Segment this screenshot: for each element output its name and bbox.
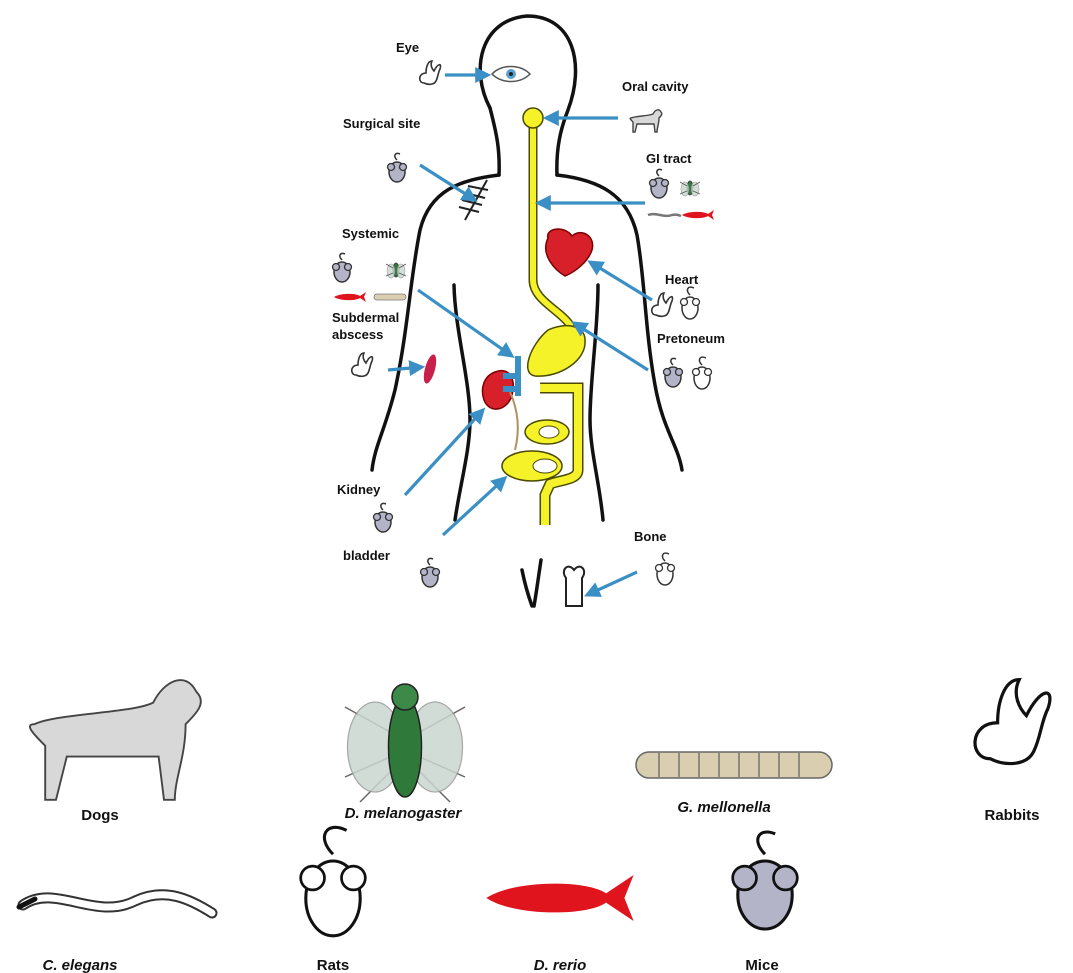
legend-rabbit-icon	[975, 680, 1050, 764]
heart-rat-icon	[681, 287, 700, 319]
human-body-outline	[372, 16, 682, 606]
pretoneum-rat-icon	[693, 357, 712, 389]
surgical-mouse-icon	[388, 153, 407, 182]
legend-worm-icon	[19, 895, 212, 913]
kidney-organ	[482, 371, 517, 450]
bladder-mouse-icon	[421, 558, 440, 587]
label-gi-tract: GI tract	[646, 151, 692, 166]
systemic-fish-icon	[334, 292, 366, 302]
legend-dog-icon	[30, 680, 201, 800]
arrows	[388, 75, 652, 595]
legend-rabbits-label: Rabbits	[984, 807, 1039, 824]
label-pretoneum: Pretoneum	[657, 331, 725, 346]
legend-mice-label: Mice	[745, 957, 778, 973]
label-bladder: bladder	[343, 548, 390, 563]
legend-d-melanogaster-label: D. melanogaster	[345, 805, 463, 822]
label-eye: Eye	[396, 40, 419, 55]
kidney-mouse-icon	[374, 503, 393, 532]
gi-fish-icon	[682, 210, 714, 220]
legend-fish-icon	[486, 875, 633, 921]
legend-larva-icon	[636, 752, 832, 778]
gi-worm-icon	[648, 214, 681, 216]
label-bone: Bone	[634, 529, 667, 544]
legend-rats-label: Rats	[317, 957, 350, 973]
abscess-rabbit-icon	[352, 353, 373, 376]
label-abscess: abscess	[332, 327, 383, 342]
heart-organ	[546, 229, 593, 276]
oral-dog-icon	[630, 110, 662, 132]
eye-rabbit-icon	[420, 61, 441, 84]
legend-d-rerio-label: D. rerio	[534, 957, 587, 973]
legend-dogs-label: Dogs	[81, 807, 119, 824]
systemic-larva-icon	[374, 294, 406, 300]
heart-rabbit-icon	[652, 293, 673, 316]
digestive-tract	[502, 108, 585, 525]
adrenal-marker	[503, 356, 521, 396]
pretoneum-mouse-icon	[664, 358, 683, 387]
eye-organ	[492, 67, 530, 82]
legend-mouse-icon	[733, 832, 798, 929]
systemic-fly-icon	[386, 263, 406, 278]
abscess-mark	[421, 353, 438, 385]
label-heart: Heart	[665, 272, 699, 287]
label-surgical-site: Surgical site	[343, 116, 420, 131]
legend-fly-icon	[345, 684, 465, 802]
label-kidney: Kidney	[337, 482, 381, 497]
bone-icon	[564, 567, 584, 606]
legend-g-mellonella-label: G. mellonella	[677, 799, 770, 816]
label-systemic: Systemic	[342, 226, 399, 241]
legend-c-elegans-label: C. elegans	[42, 957, 117, 973]
legend: Dogs D. melanogaster G. mellonella	[19, 680, 1050, 973]
legend-rat-icon	[301, 827, 366, 935]
gi-mouse-icon	[650, 169, 669, 198]
bone-rat-icon	[656, 553, 675, 585]
label-subdermal: Subdermal	[332, 310, 399, 325]
systemic-mouse-icon	[333, 253, 352, 282]
gi-fly-icon	[680, 181, 700, 196]
label-oral-cavity: Oral cavity	[622, 79, 689, 94]
